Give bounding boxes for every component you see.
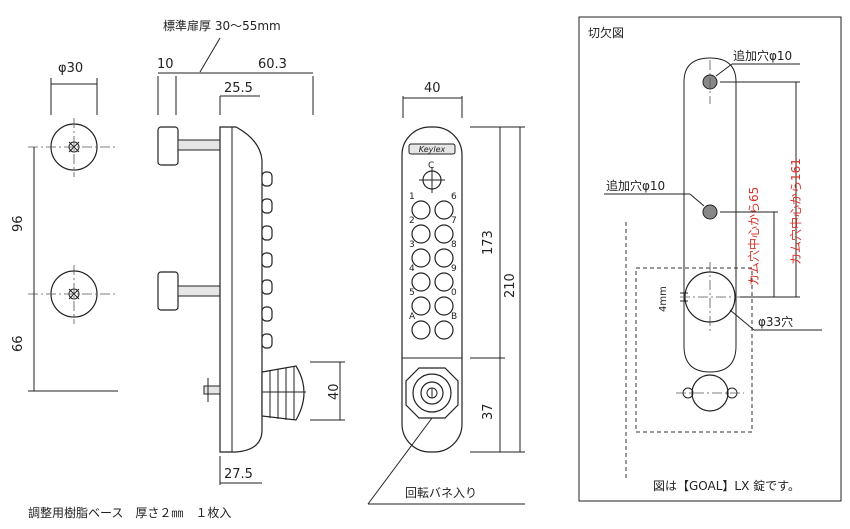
- key-label: 3: [409, 240, 415, 250]
- key-label: 9: [451, 264, 457, 274]
- key-label: 2: [409, 216, 415, 226]
- mounting-hole-view: φ30 96 66: [11, 61, 118, 392]
- key-label: 1: [409, 192, 415, 202]
- front-knob: [405, 367, 459, 419]
- dim-phi30: φ30: [58, 61, 83, 76]
- door-thickness-label: 標準扉厚 30〜55mm: [163, 18, 281, 33]
- key-label: 4: [409, 264, 415, 274]
- spring-label: 回転バネ入り: [405, 486, 477, 500]
- key-label: 5: [409, 288, 415, 298]
- front-view: 40 Keylex C 1 2 3 4 5 A 6 7 8: [367, 81, 525, 505]
- side-buttons: [261, 171, 273, 349]
- hole-mid-label: 追加穴φ10: [606, 178, 665, 193]
- base-note: 調整用樹脂ベース 厚さ２㎜ １枚入: [28, 505, 231, 520]
- dim-10: 10: [157, 57, 174, 72]
- keypad-grid: 1 2 3 4 5 A 6 7 8 9 0 B: [409, 192, 457, 340]
- hole-top-label: 追加穴φ10: [733, 48, 792, 63]
- dim-210: 210: [503, 273, 518, 298]
- key-c-label: C: [428, 161, 434, 171]
- side-knob: [261, 365, 306, 421]
- dim-37: 37: [481, 403, 496, 420]
- key-label: 7: [451, 216, 457, 226]
- dim-40-side: 40: [327, 383, 342, 400]
- cutout-footer: 図は【GOAL】LX 錠です。: [653, 478, 800, 493]
- dim-4mm: 4mm: [658, 286, 669, 312]
- hole-33-label: φ33穴: [758, 314, 793, 329]
- cutout-title: 切欠図: [588, 25, 624, 40]
- dim-cam-65: カム穴中心から65: [746, 187, 761, 286]
- key-label: 8: [451, 240, 457, 250]
- cutout-panel: 切欠図 追加穴φ10 追加穴φ10 カム穴中心から161 カム穴: [578, 16, 842, 502]
- dim-60-3: 60.3: [258, 57, 287, 72]
- brand-label: Keylex: [419, 145, 446, 154]
- dim-25-5: 25.5: [224, 81, 253, 96]
- dim-173: 173: [481, 230, 496, 255]
- dim-66: 66: [11, 335, 26, 352]
- side-view: 標準扉厚 30〜55mm 10 60.3 25.5: [157, 18, 345, 485]
- dim-40-front: 40: [424, 81, 441, 96]
- key-label: 0: [451, 288, 457, 298]
- key-label: 6: [451, 192, 457, 202]
- dim-96: 96: [11, 215, 26, 232]
- key-label: B: [451, 312, 457, 322]
- dim-27-5: 27.5: [224, 467, 253, 482]
- key-label: A: [409, 312, 416, 322]
- dim-cam-161: カム穴中心から161: [788, 158, 803, 265]
